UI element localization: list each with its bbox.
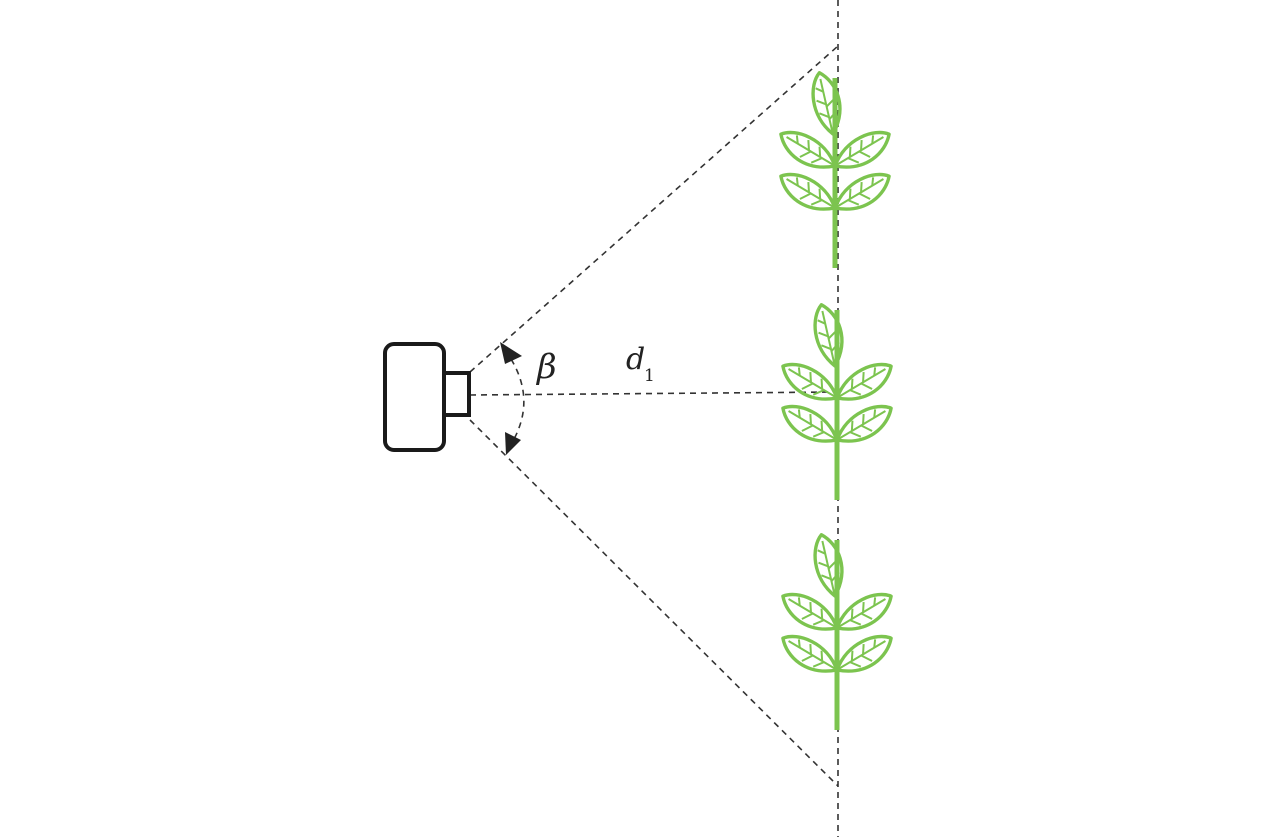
camera-icon xyxy=(383,342,471,452)
distance-label-subscript: 1 xyxy=(644,366,655,386)
fov-lower-line xyxy=(469,419,839,787)
plant-icon xyxy=(779,304,895,500)
optical-axis-line xyxy=(469,391,839,396)
plant-icon xyxy=(779,534,895,730)
arc-arrowhead-top xyxy=(500,342,522,364)
distance-label: d xyxy=(626,342,645,377)
angle-label: β xyxy=(535,347,557,387)
plant-icon xyxy=(777,72,893,268)
fov-upper-line xyxy=(469,45,839,373)
arc-arrowhead-bottom xyxy=(505,432,521,455)
angle-arc xyxy=(504,349,525,447)
